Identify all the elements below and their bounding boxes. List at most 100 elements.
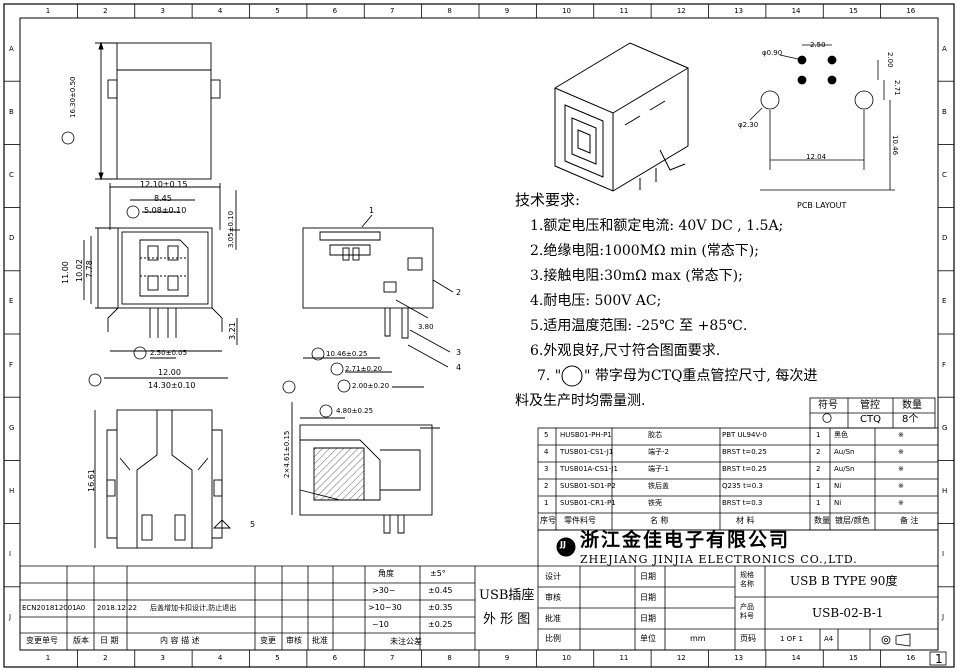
- requirement-item-7a: 7. ": [537, 368, 562, 384]
- dim-height-3-05: 3.05±0.10: [227, 210, 235, 248]
- bom-header: 镀层/颜色: [835, 516, 870, 525]
- design-label: 设计: [545, 572, 561, 581]
- bom-cell-part: TUSB01A-CS1-J1: [560, 465, 618, 473]
- spec-label: 规格 名称: [740, 571, 754, 589]
- callout-2: 2: [456, 288, 462, 297]
- bom-cell-finish: 黑色: [834, 431, 848, 439]
- bom-cell-note: ※: [898, 431, 904, 439]
- zone-col-number: 7: [389, 7, 395, 15]
- zone-row-letter: B: [942, 107, 947, 116]
- zone-row-letter: J: [9, 613, 12, 622]
- dim-height-3-21: 3.21: [228, 322, 237, 340]
- zone-row-letter: D: [9, 234, 15, 243]
- zone-row-letter: F: [9, 360, 14, 369]
- corner-mark: 1: [935, 652, 943, 666]
- zone-col-number: 11: [619, 654, 629, 662]
- side-view: [302, 214, 454, 388]
- bom-cell-no: 2: [544, 482, 549, 490]
- bom-cell-material: BRST t=0.3: [722, 499, 763, 507]
- zone-row-letter: H: [9, 487, 15, 495]
- tolerance-range: >30~: [372, 586, 396, 595]
- zone-col-number: 2: [103, 654, 108, 662]
- tolerance-note: 未注公差: [390, 637, 422, 646]
- zone-row-letter: I: [9, 550, 12, 559]
- tolerance-value: ±0.35: [428, 603, 453, 612]
- zone-col-number: 10: [562, 7, 571, 15]
- zone-col-number: 12: [676, 7, 686, 15]
- bom-cell-no: 5: [544, 431, 549, 439]
- bom-cell-no: 3: [544, 465, 549, 473]
- bom-cell-qty: 1: [816, 482, 821, 490]
- zone-col-number: 9: [504, 7, 510, 15]
- product-name-cn: USB插座: [479, 588, 535, 603]
- dim-2x4-61: 2×4.61±0.15: [283, 430, 291, 478]
- dim-height-7-78: 7.78: [85, 260, 94, 278]
- zone-col-number: 3: [160, 7, 165, 15]
- ctq-header-qty: 数量: [902, 400, 922, 411]
- requirement-item-7b: " 带字母为CTQ重点管控尺寸, 每次进: [584, 368, 818, 384]
- date-label-2: 日期: [640, 593, 656, 602]
- bom-header: 数量: [814, 516, 830, 525]
- bom-cell-material: PBT UL94V-0: [722, 431, 767, 439]
- sheet-size: A4: [824, 635, 834, 643]
- zone-col-number: 13: [734, 7, 744, 15]
- tolerance-value: ±0.25: [428, 620, 453, 629]
- ctq-header-symbol: 符号: [818, 400, 838, 411]
- bom-cell-finish: Au/Sn: [834, 448, 855, 456]
- zone-col-number: 4: [217, 654, 223, 662]
- zone-col-number: 6: [332, 654, 338, 662]
- pcb-dim-12-04: 12.04: [806, 153, 827, 161]
- part-label: 产品 料号: [740, 603, 754, 621]
- zone-col-number: 11: [619, 7, 629, 15]
- bom-header: 序号: [540, 516, 556, 525]
- revision-desc: 后盖增加卡扣设计,防止退出: [150, 604, 237, 612]
- bom-cell-note: ※: [898, 448, 904, 456]
- zone-row-letter: H: [942, 487, 948, 495]
- ctq-qty: 8个: [902, 414, 919, 425]
- dim-width-14-30: 14.30±0.10: [148, 381, 196, 390]
- page-value: 1 OF 1: [780, 635, 803, 643]
- dim-height-4-80: 4.80±0.25: [336, 407, 374, 415]
- bom-cell-no: 1: [544, 499, 549, 507]
- bom-cell-material: BRST t=0.25: [722, 465, 767, 473]
- zone-row-letter: C: [942, 171, 947, 179]
- dim-height-11-00: 11.00: [61, 261, 70, 284]
- unit-label: 单位: [640, 634, 656, 643]
- company-name-en: ZHEJIANG JINJIA ELECTRONICS CO.,LTD.: [580, 553, 858, 566]
- zone-col-number: 16: [906, 654, 916, 662]
- zone-row-letter: D: [942, 234, 948, 243]
- zone-col-number: 16: [906, 7, 916, 15]
- bom-cell-note: ※: [898, 482, 904, 490]
- part-number: USB-02-B-1: [812, 606, 884, 620]
- company-name-cn: 浙江金佳电子有限公司: [580, 529, 791, 551]
- section-view: [291, 402, 440, 534]
- bom-cell-qty: 1: [816, 499, 821, 507]
- date-label-3: 日期: [640, 614, 656, 623]
- zone-col-number: 1: [45, 654, 51, 662]
- zone-col-number: 15: [848, 654, 858, 662]
- pcb-hole-dia: φ0.90: [762, 49, 783, 57]
- zone-col-number: 7: [389, 654, 395, 662]
- ctq-symbol: 〇: [822, 414, 832, 425]
- dim-width-12-10: 12.10±0.15: [140, 180, 188, 189]
- dim-top-height: 16.30±0.50: [69, 76, 77, 119]
- zone-row-letter: F: [942, 360, 947, 369]
- zone-col-number: 6: [332, 7, 338, 15]
- zone-row-letter: A: [942, 44, 947, 53]
- revision-header: 内 容 描 述: [160, 636, 200, 645]
- title-block-lines: [20, 530, 938, 650]
- revision-header: 版本: [73, 636, 89, 645]
- requirement-item: 3.接触电阻:30mΩ max (常态下);: [530, 268, 743, 284]
- bom-header: 备 注: [900, 516, 919, 525]
- top-view: [95, 41, 221, 181]
- zone-col-number: 9: [504, 654, 510, 662]
- dim-height-10-02: 10.02: [75, 259, 84, 282]
- requirement-item: 1.额定电压和额定电流: 40V DC , 1.5A;: [530, 218, 784, 234]
- callout-3: 3: [456, 348, 462, 357]
- bom-cell-finish: Au/Sn: [834, 465, 855, 473]
- pcb-dim-10-46: 10.46: [891, 135, 899, 156]
- bom-cell-name: 端子-2: [648, 448, 669, 456]
- zone-col-number: 8: [447, 7, 452, 15]
- zone-col-number: 10: [562, 654, 571, 662]
- ratio-label: 比例: [545, 634, 561, 643]
